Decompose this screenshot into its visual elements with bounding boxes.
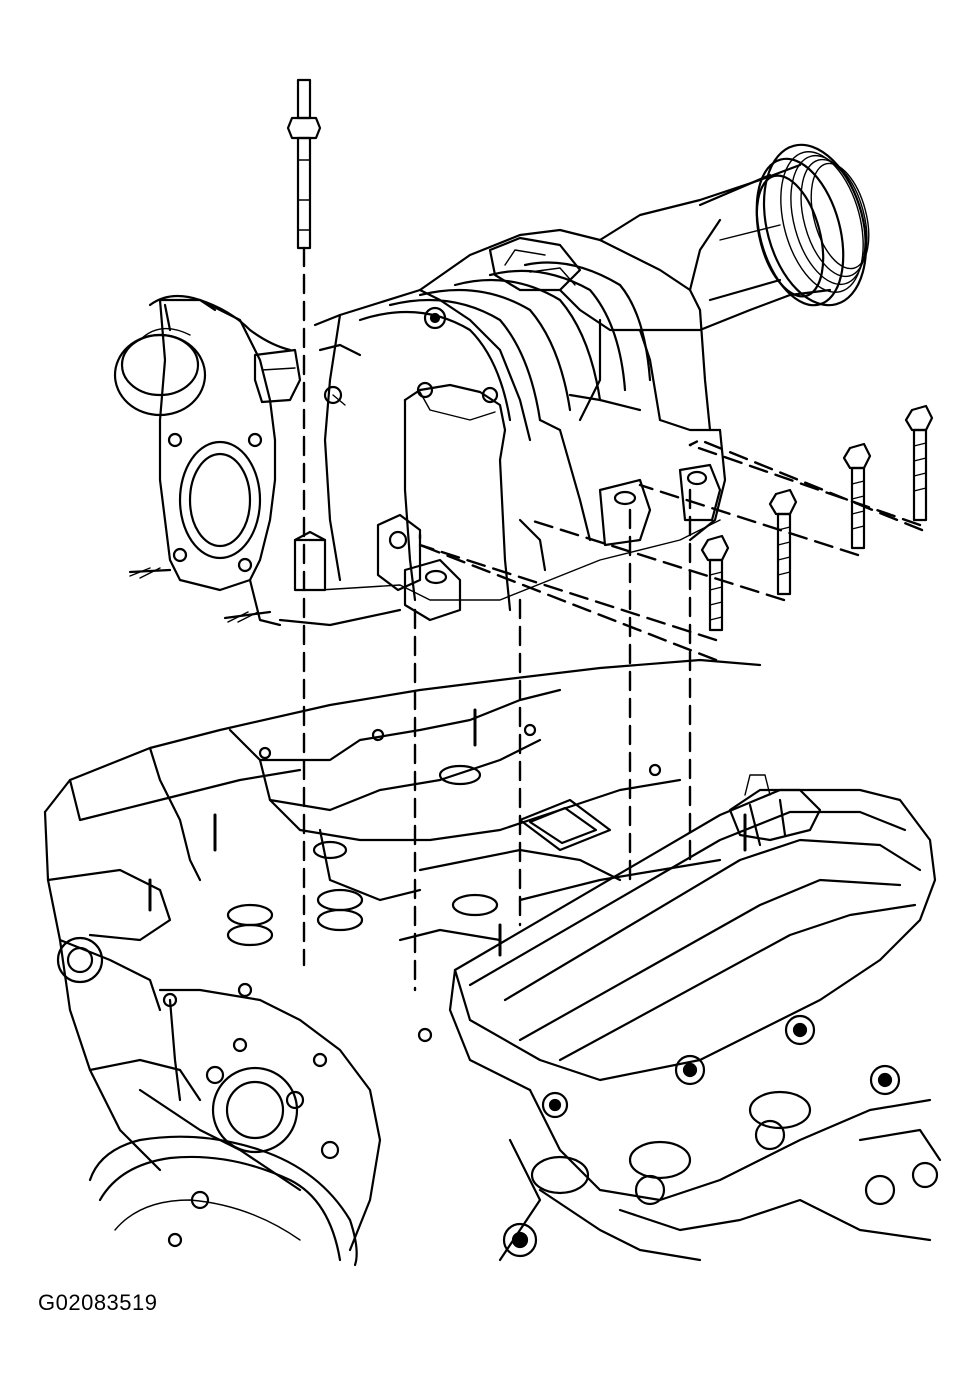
figure-id-label: G02083519 [38, 1290, 158, 1315]
supercharger [113, 143, 870, 627]
long-stud [286, 78, 322, 250]
alignment-lines [302, 246, 924, 992]
bolt-3 [842, 442, 872, 550]
bolt-1 [700, 534, 730, 632]
supercharger-exploded-diagram [43, 78, 942, 1267]
valve-cover [448, 774, 937, 1119]
throttle-body [113, 294, 302, 592]
mounting-bosses [293, 463, 722, 622]
bolt-2 [768, 488, 798, 596]
flywheel [88, 1135, 358, 1267]
bolt-4 [904, 404, 934, 522]
intake-gaskets [226, 764, 612, 947]
supercharger-pulley [755, 143, 870, 307]
engine-block [43, 658, 942, 1267]
bolts [128, 78, 934, 632]
